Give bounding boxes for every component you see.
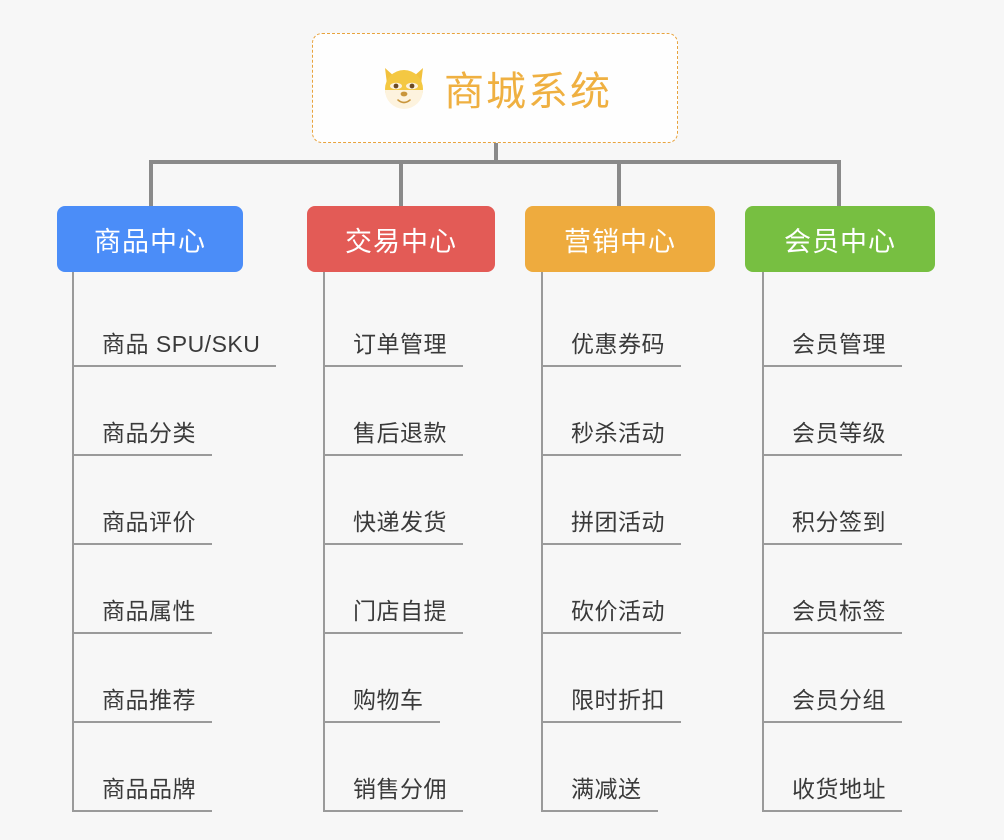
leaf-list-trade-center: 订单管理 售后退款 快递发货 门店自提 购物车 销售分佣 [323, 272, 525, 812]
leaf-label: 商品评价 [72, 503, 212, 545]
leaf-label: 售后退款 [323, 414, 463, 456]
leaf-label: 积分签到 [762, 503, 902, 545]
leaf-list-product-center: 商品 SPU/SKU 商品分类 商品评价 商品属性 商品推荐 商品品牌 [72, 272, 307, 812]
list-item[interactable]: 销售分佣 [323, 723, 525, 812]
connector-drop-product-center [149, 163, 153, 208]
connector-drop-trade-center [399, 163, 403, 208]
list-item[interactable]: 商品 SPU/SKU [72, 278, 307, 367]
leaf-label: 会员等级 [762, 414, 902, 456]
leaf-label: 会员分组 [762, 681, 902, 723]
leaf-label: 门店自提 [323, 592, 463, 634]
list-item[interactable]: 砍价活动 [541, 545, 745, 634]
branch-product-center: 商品中心 商品 SPU/SKU 商品分类 商品评价 商品属性 商品推荐 商品品牌 [57, 206, 307, 812]
leaf-label: 限时折扣 [541, 681, 681, 723]
leaf-label: 优惠券码 [541, 325, 681, 367]
category-header-product-center[interactable]: 商品中心 [57, 206, 243, 272]
leaf-label: 销售分佣 [323, 770, 463, 812]
list-item[interactable]: 会员标签 [762, 545, 975, 634]
category-header-marketing-center[interactable]: 营销中心 [525, 206, 715, 272]
connector-root-stem [494, 143, 498, 162]
list-item[interactable]: 满减送 [541, 723, 745, 812]
leaf-list-member-center: 会员管理 会员等级 积分签到 会员标签 会员分组 收货地址 [762, 272, 975, 812]
branch-member-center: 会员中心 会员管理 会员等级 积分签到 会员标签 会员分组 收货地址 [745, 206, 975, 812]
list-item[interactable]: 优惠券码 [541, 278, 745, 367]
list-item[interactable]: 购物车 [323, 634, 525, 723]
list-item[interactable]: 售后退款 [323, 367, 525, 456]
list-item[interactable]: 订单管理 [323, 278, 525, 367]
category-header-member-center[interactable]: 会员中心 [745, 206, 935, 272]
root-title: 商城系统 [444, 70, 612, 114]
leaf-label: 商品属性 [72, 592, 212, 634]
root-node-shop-system[interactable]: 商城系统 [312, 33, 678, 143]
leaf-label: 商品品牌 [72, 770, 212, 812]
leaf-label: 拼团活动 [541, 503, 681, 545]
leaf-label: 订单管理 [323, 325, 463, 367]
list-item[interactable]: 商品评价 [72, 456, 307, 545]
connector-horizontal-bus [149, 160, 841, 164]
leaf-label: 秒杀活动 [541, 414, 681, 456]
leaf-label: 满减送 [541, 770, 658, 812]
list-item[interactable]: 门店自提 [323, 545, 525, 634]
leaf-label: 快递发货 [323, 503, 463, 545]
category-label: 交易中心 [345, 226, 457, 257]
list-item[interactable]: 会员分组 [762, 634, 975, 723]
list-item[interactable]: 商品推荐 [72, 634, 307, 723]
branch-trade-center: 交易中心 订单管理 售后退款 快递发货 门店自提 购物车 销售分佣 [307, 206, 525, 812]
leaf-label: 商品 SPU/SKU [72, 325, 277, 367]
list-item[interactable]: 会员等级 [762, 367, 975, 456]
leaf-label: 商品分类 [72, 414, 212, 456]
list-item[interactable]: 商品属性 [72, 545, 307, 634]
list-item[interactable]: 积分签到 [762, 456, 975, 545]
category-label: 商品中心 [94, 226, 206, 257]
leaf-label: 商品推荐 [72, 681, 212, 723]
list-item[interactable]: 商品分类 [72, 367, 307, 456]
branch-marketing-center: 营销中心 优惠券码 秒杀活动 拼团活动 砍价活动 限时折扣 满减送 [525, 206, 745, 812]
list-item[interactable]: 拼团活动 [541, 456, 745, 545]
category-label: 营销中心 [564, 226, 676, 257]
list-item[interactable]: 快递发货 [323, 456, 525, 545]
connector-drop-marketing-center [617, 163, 621, 208]
list-item[interactable]: 商品品牌 [72, 723, 307, 812]
leaf-label: 砍价活动 [541, 592, 681, 634]
leaf-label: 收货地址 [762, 770, 902, 812]
category-header-trade-center[interactable]: 交易中心 [307, 206, 495, 272]
list-item[interactable]: 收货地址 [762, 723, 975, 812]
leaf-label: 会员标签 [762, 592, 902, 634]
list-item[interactable]: 会员管理 [762, 278, 975, 367]
category-label: 会员中心 [784, 226, 896, 257]
leaf-list-marketing-center: 优惠券码 秒杀活动 拼团活动 砍价活动 限时折扣 满减送 [541, 272, 745, 812]
leaf-label: 购物车 [323, 681, 440, 723]
list-item[interactable]: 秒杀活动 [541, 367, 745, 456]
leaf-label: 会员管理 [762, 325, 902, 367]
list-item[interactable]: 限时折扣 [541, 634, 745, 723]
connector-drop-member-center [837, 163, 841, 208]
shiba-dog-face-icon [378, 62, 430, 114]
